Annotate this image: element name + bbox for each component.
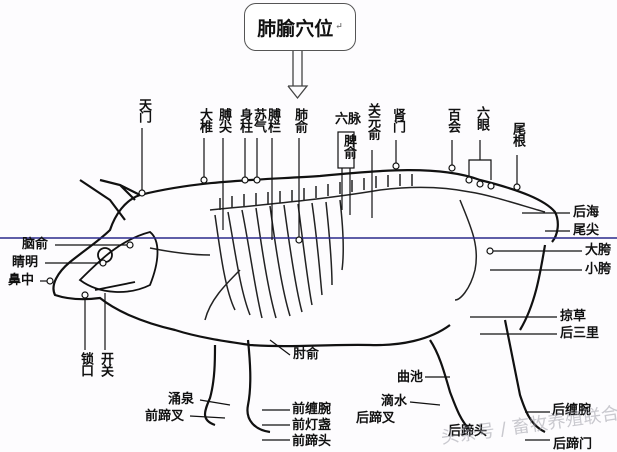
label-yongquan: 涌泉 [168,392,195,407]
label-feishu: 肺俞 [292,108,307,132]
label-liumai: 六脉 [335,112,362,127]
label-bolan: 膊栏 [265,108,280,132]
label-houtitou: 后蹄头 [448,424,488,439]
label-suokou: 锁口 [78,352,93,376]
label-houtimen: 后蹄门 [553,437,593,452]
label-tianmen: 天门 [136,98,151,122]
label-qianticha: 前蹄叉 [145,409,185,424]
label-bizhong: 鼻中 [8,273,35,288]
label-qiantitou: 前蹄头 [292,434,332,449]
label-houchanwan: 后缠腕 [552,403,592,418]
ribcage [149,174,546,321]
label-dakua: 大胯 [585,243,612,258]
label-guanyuanshu: 关元俞 [365,103,380,139]
title-box: 肺腧穴位 ↵ [244,3,356,51]
label-baihui: 百会 [445,108,460,132]
down-arrow-icon [287,51,309,100]
label-kaiguan: 开关 [98,352,113,376]
label-weijian: 尾尖 [573,223,600,238]
label-houhai: 后海 [573,205,600,220]
label-dazhui: 大椎 [197,108,212,132]
label-bojian: 膊尖 [216,108,231,132]
label-pishu: 脾俞 [341,134,356,158]
label-naoshu: 脑俞 [22,237,49,252]
label-xiaokua: 小胯 [585,262,612,277]
side-leader-lines [40,212,582,441]
label-weigen: 尾根 [510,122,525,146]
title-text: 肺腧穴位 [257,17,334,40]
pig-body-outline [52,169,559,434]
label-zhoushu: 肘俞 [293,347,320,362]
label-qianchanwan: 前缠腕 [292,402,332,417]
label-dishui: 滴水 [381,394,408,409]
skull [78,231,159,293]
leader-lines [138,128,521,244]
label-shenzhu: 身柱 [237,108,252,132]
label-suqi: 苏气 [251,108,266,132]
label-houticha: 后蹄叉 [356,411,396,426]
label-lvecao: 掠草 [560,309,587,324]
label-liuyan: 六眼 [474,106,489,130]
label-quchi: 曲池 [397,370,424,385]
label-jingming: 睛明 [12,255,39,270]
paragraph-mark-icon: ↵ [335,22,343,32]
label-housanli: 后三里 [560,326,600,341]
label-qiandengzhan: 前灯盏 [292,418,332,433]
label-shenmen: 肾门 [390,108,405,132]
